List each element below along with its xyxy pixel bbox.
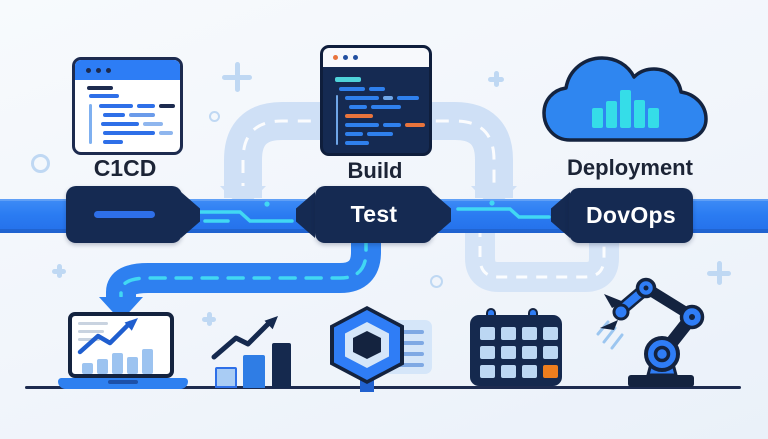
plus-decoration xyxy=(202,312,216,326)
plus-decoration xyxy=(52,264,66,278)
segment-dash xyxy=(93,211,155,218)
calendar-icon xyxy=(470,308,562,388)
plus-decoration xyxy=(488,71,504,87)
stage-label-cicd: C1CD xyxy=(93,155,157,181)
badge-label-test: Test xyxy=(350,201,398,227)
stage-label-deployment: Deployment xyxy=(567,155,693,180)
growth-arrow-icon xyxy=(211,316,278,360)
ground-line xyxy=(25,386,741,389)
code-editor-window-icon xyxy=(320,45,432,156)
editor-title-bar xyxy=(323,48,429,67)
robot-arm-icon xyxy=(596,277,705,387)
down-arrowhead-icon xyxy=(99,297,143,321)
circle-decoration xyxy=(430,275,443,288)
cloud-bars xyxy=(592,90,659,128)
growth-bar-chart-icon xyxy=(208,312,303,388)
calendar-grid xyxy=(470,315,562,386)
badge-label-devops: DovOps xyxy=(586,202,676,228)
pipeline-segment-blank xyxy=(66,186,182,243)
calendar-highlight-cell xyxy=(543,365,558,378)
hexagon-nut-panel-icon xyxy=(330,306,438,392)
cloud-bar-chart-icon xyxy=(542,56,708,142)
trend-arrow-icon xyxy=(77,318,138,355)
circle-decoration xyxy=(209,111,220,122)
plus-decoration xyxy=(707,261,731,285)
laptop-analytics-icon xyxy=(58,310,188,390)
browser-title-bar xyxy=(75,60,180,80)
browser-code-window-icon xyxy=(72,57,183,155)
plus-decoration xyxy=(222,62,252,92)
pipeline-segment-devops: DovOps xyxy=(569,188,693,243)
circle-decoration xyxy=(31,154,50,173)
stage-label-build: Build xyxy=(347,158,403,183)
pipeline-segment-test: Test xyxy=(315,186,433,243)
